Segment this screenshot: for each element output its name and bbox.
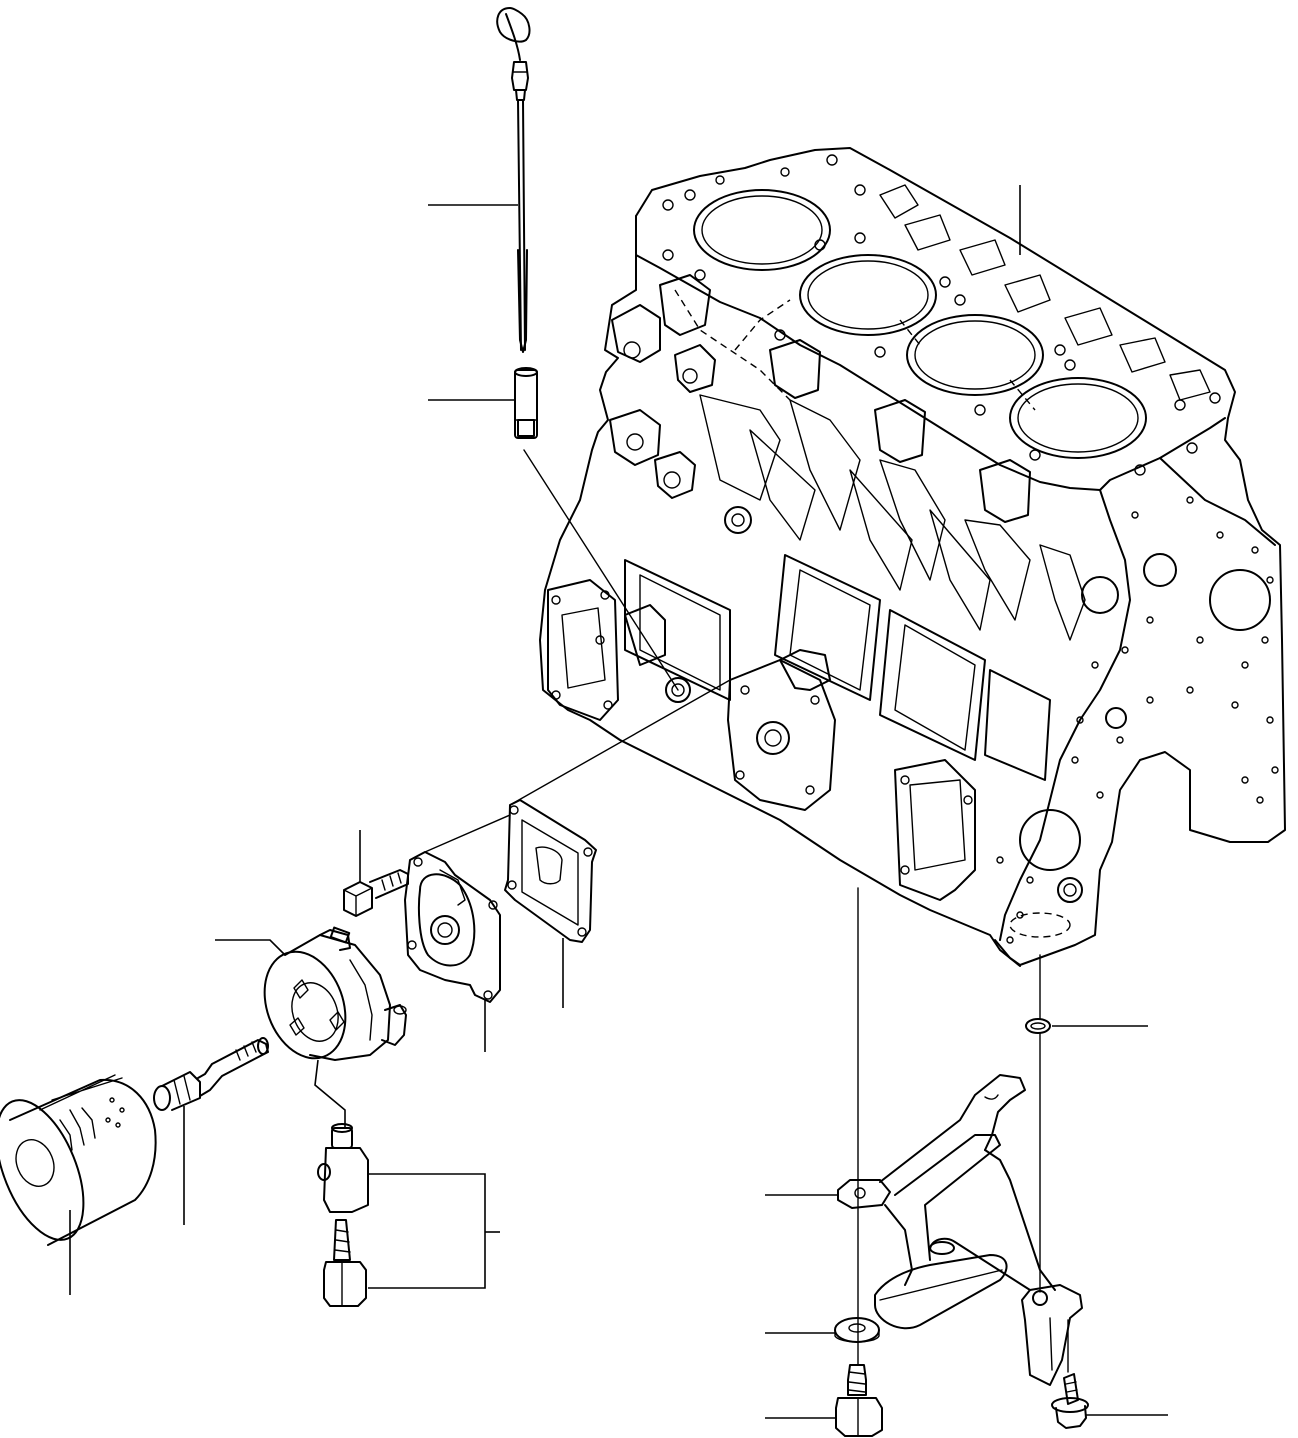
leader-union-joint — [314, 1059, 346, 1128]
oil-filter-bracket — [404, 851, 501, 1003]
strainer-bolt — [835, 1364, 883, 1437]
leader-union-joint-set — [368, 1173, 486, 1289]
bracket-bolt — [343, 869, 409, 917]
end-face-bolt-holes — [996, 496, 1279, 944]
ref-gasket-to-block — [509, 679, 731, 806]
oil-strainer — [837, 1074, 1083, 1386]
union-joint-set — [317, 1123, 369, 1307]
leader-lines — [69, 185, 1168, 1419]
deck-holes — [662, 154, 1221, 476]
o-ring — [1025, 1018, 1051, 1034]
flange-bolt — [1051, 1373, 1089, 1429]
oil-filter-cartridge — [0, 1074, 157, 1246]
gasket — [504, 799, 597, 943]
ref-bracket-to-gasket — [424, 814, 511, 853]
leader-oil-cooler — [215, 939, 286, 956]
washer — [834, 1317, 880, 1343]
oil-level-gauge — [496, 7, 531, 353]
gauge-guide — [514, 367, 538, 439]
oil-cooler — [263, 926, 407, 1061]
ref-gauge-guide-to-block — [523, 449, 679, 691]
cylinder-block — [539, 147, 1286, 967]
center-pipe — [153, 1037, 269, 1111]
